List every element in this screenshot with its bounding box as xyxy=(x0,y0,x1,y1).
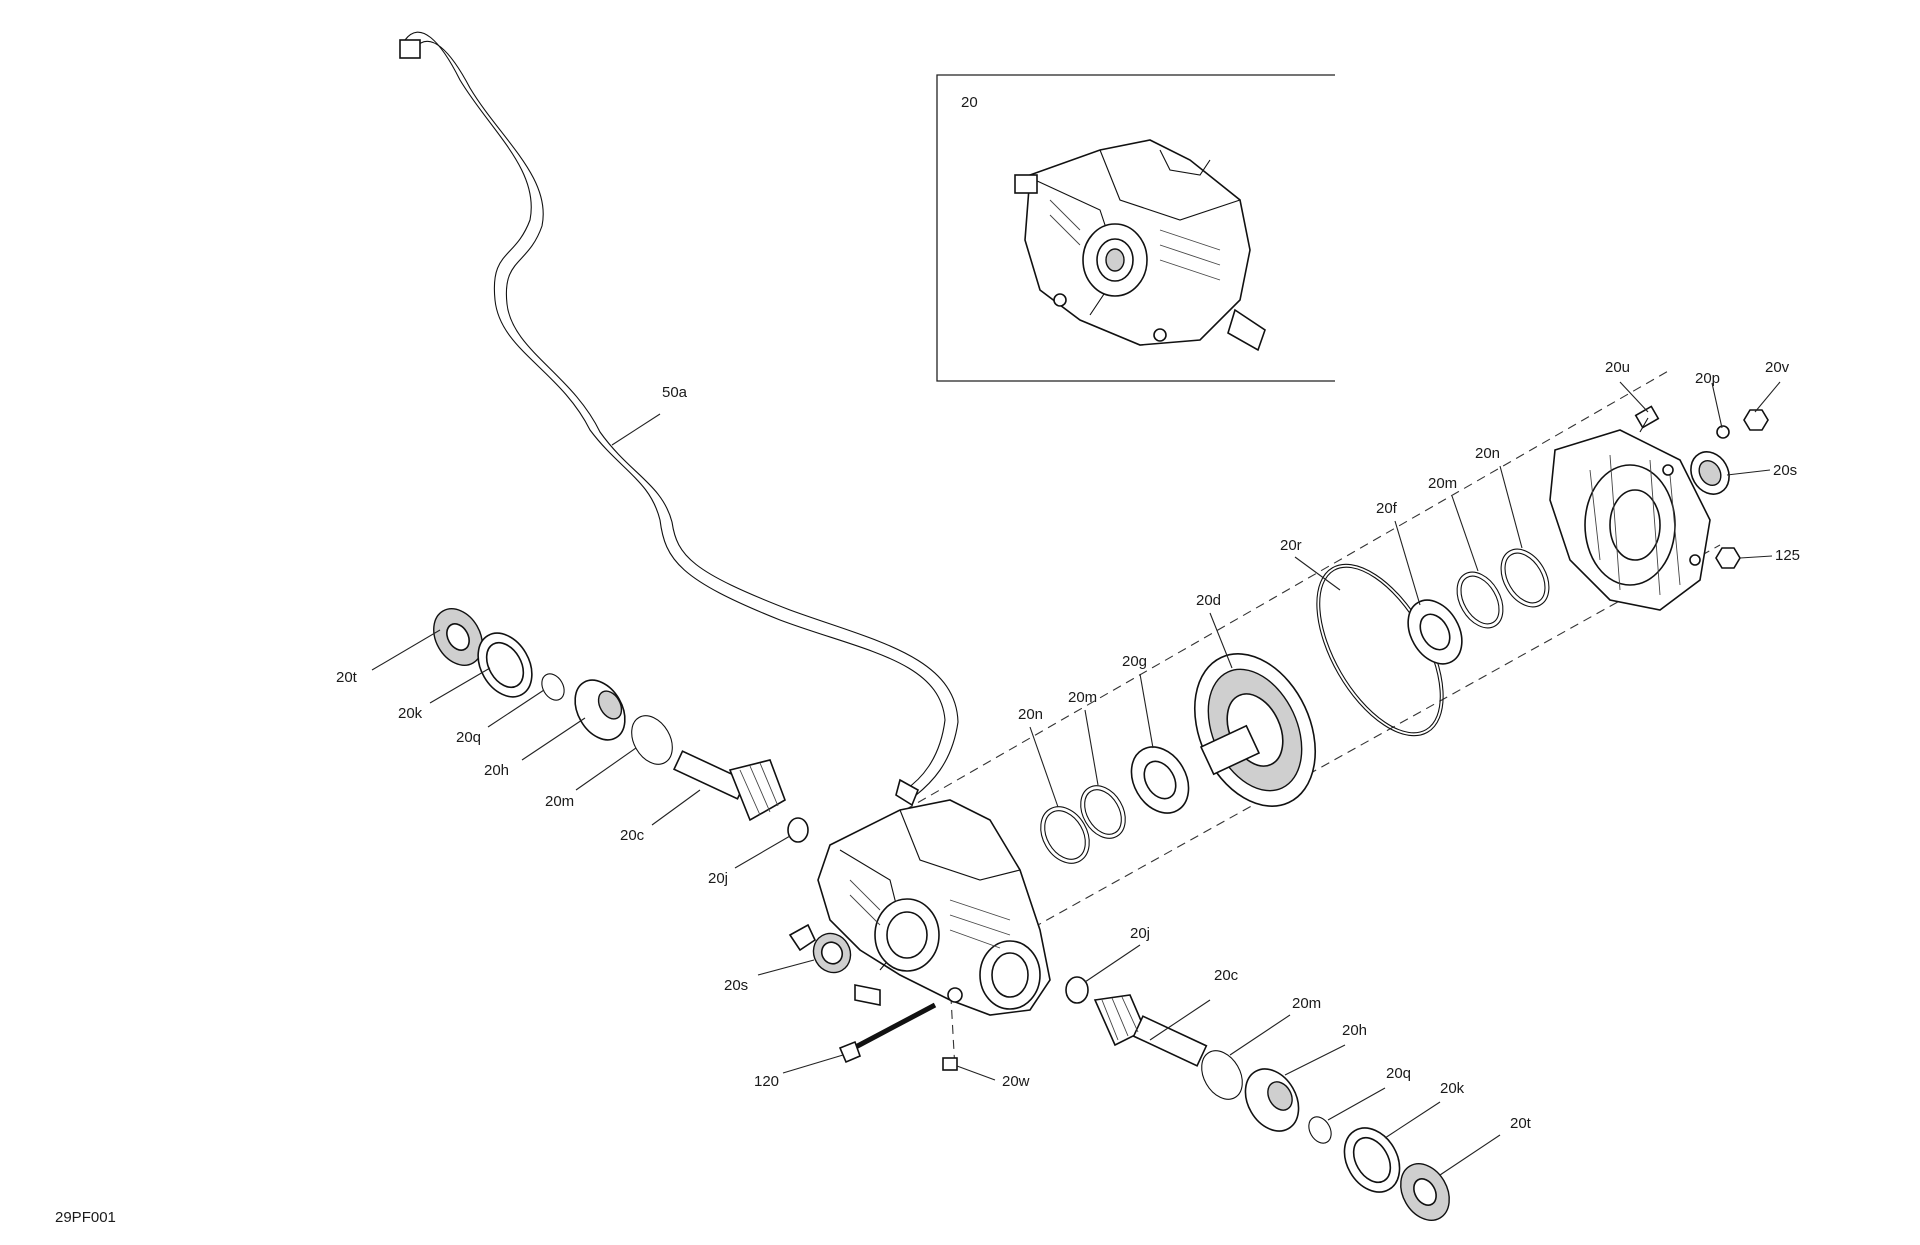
callout-20r: 20r xyxy=(1280,537,1302,554)
callout-20k-right: 20k xyxy=(1440,1080,1465,1097)
gearbox-cover xyxy=(1549,429,1711,611)
callout-20m-left: 20m xyxy=(545,793,574,810)
callout-20t-left: 20t xyxy=(336,669,358,686)
callout-20j-left: 20j xyxy=(708,870,728,887)
callout-20h-left: 20h xyxy=(484,762,509,779)
callout-20h-right: 20h xyxy=(1342,1022,1367,1039)
inset-assembly-view: 20 xyxy=(936,74,1335,382)
callout-20s-top: 20s xyxy=(1773,462,1797,479)
right-pinion-parts xyxy=(1065,976,1450,1221)
left-pinion-parts xyxy=(433,608,809,843)
callout-20m-top: 20m xyxy=(1428,475,1457,492)
callout-20n-top: 20n xyxy=(1475,445,1500,462)
reference-code: 29PF001 xyxy=(55,1209,116,1226)
callout-20m-right: 20m xyxy=(1292,995,1321,1012)
callout-125: 125 xyxy=(1775,547,1800,564)
callout-120: 120 xyxy=(754,1073,779,1090)
callout-labels: 50a 20u 20p 20v 20s 125 20n 20m 20f 20r … xyxy=(336,359,1800,1132)
callout-20g: 20g xyxy=(1122,653,1147,670)
lower-left-parts xyxy=(812,932,958,1071)
inset-frame xyxy=(936,74,1335,382)
bushing-20j xyxy=(1065,976,1089,1004)
callout-20v: 20v xyxy=(1765,359,1790,376)
callout-20m-mid: 20m xyxy=(1068,689,1097,706)
callout-20u: 20u xyxy=(1605,359,1630,376)
breather-hose xyxy=(399,31,959,807)
cover-fasteners xyxy=(1634,405,1769,569)
inset-label: 20 xyxy=(961,94,978,111)
callout-20p: 20p xyxy=(1695,370,1720,387)
callout-20q-left: 20q xyxy=(456,729,481,746)
callout-20d: 20d xyxy=(1196,592,1221,609)
callout-20q-right: 20q xyxy=(1386,1065,1411,1082)
callout-50a: 50a xyxy=(662,384,688,401)
leader-lines xyxy=(371,381,1781,1176)
upper-axis-parts xyxy=(1040,548,1550,864)
callout-20j-right: 20j xyxy=(1130,925,1150,942)
callout-20s-left: 20s xyxy=(724,977,748,994)
callout-20k-left: 20k xyxy=(398,705,423,722)
callout-20c-left: 20c xyxy=(620,827,645,844)
callout-20t-right: 20t xyxy=(1510,1115,1532,1132)
gearbox-housing xyxy=(788,799,1051,1016)
callout-20c-right: 20c xyxy=(1214,967,1239,984)
callout-20w: 20w xyxy=(1002,1073,1030,1090)
callout-20f: 20f xyxy=(1376,500,1398,517)
assembled-gearbox-drawing xyxy=(1014,139,1266,352)
callout-20n-mid: 20n xyxy=(1018,706,1043,723)
